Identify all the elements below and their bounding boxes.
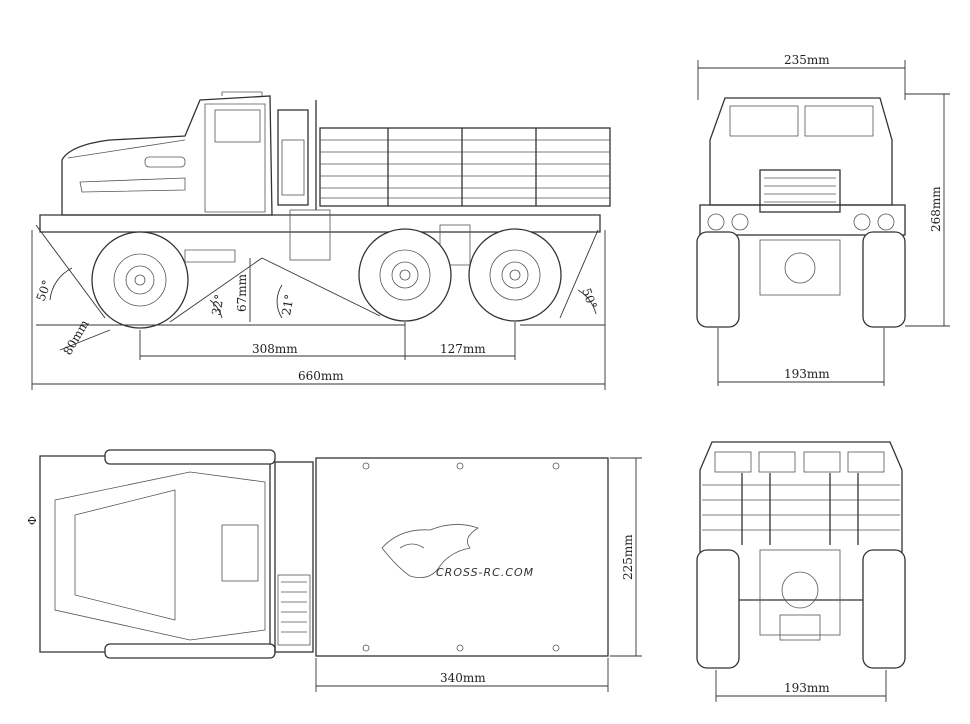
side-front-overhang: 80mm — [60, 317, 91, 357]
side-cab-hood — [61, 95, 273, 216]
rear-right-wheel — [862, 549, 906, 669]
side-front-wheel — [91, 231, 189, 329]
front-left-wheel — [696, 231, 740, 328]
side-view: 50° 50° 32° 67mm 21° 80mm 308mm 127mm 66… — [31, 91, 611, 390]
side-middle-wheel — [358, 228, 452, 322]
side-angle-21: 21° — [279, 293, 296, 316]
side-angle-rear: 50° — [579, 286, 599, 311]
side-wheelbase-rear: 127mm — [440, 342, 486, 356]
front-view: 235mm 268mm 193mm — [696, 53, 950, 386]
side-rear-wheel — [468, 228, 562, 322]
logo-text: CROSS-RC.COM — [436, 566, 534, 579]
front-right-wheel — [862, 231, 906, 328]
side-overall-length: 660mm — [298, 369, 344, 383]
side-height-67: 67mm — [235, 273, 249, 312]
top-bed-length: 340mm — [440, 671, 486, 685]
front-width: 235mm — [784, 53, 830, 67]
top-bed-width: 225mm — [621, 534, 635, 580]
front-height: 268mm — [929, 186, 943, 232]
side-angle-front: 50° — [34, 278, 54, 303]
top-view: CROSS-RC.COM 225mm 340mm Φ — [26, 449, 642, 692]
side-cargo-bed — [319, 127, 611, 207]
front-track: 193mm — [784, 367, 830, 381]
cross-rc-logo: CROSS-RC.COM — [381, 524, 534, 579]
rear-track: 193mm — [784, 681, 830, 695]
rear-left-wheel — [696, 549, 740, 669]
top-cargo-bed — [315, 457, 609, 657]
side-wheelbase-front: 308mm — [252, 342, 298, 356]
top-front-mark: Φ — [26, 516, 39, 525]
rear-view: 193mm — [696, 441, 906, 702]
side-angle-32: 32° — [209, 293, 226, 316]
